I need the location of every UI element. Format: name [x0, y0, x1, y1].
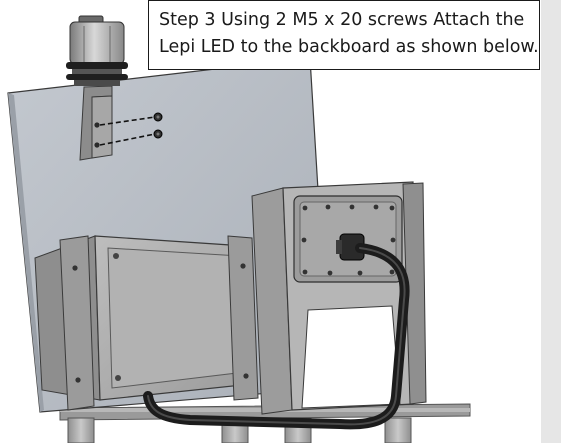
instruction-line-2: Lepi LED to the backboard as shown below…	[159, 37, 539, 57]
background-side-panel	[541, 0, 561, 443]
bracket-hole-upper	[94, 122, 100, 128]
instruction-line-1: Step 3 Using 2 M5 x 20 screws Attach the	[159, 10, 525, 30]
screw-alignment	[99, 112, 163, 146]
lepi-led-lamp	[66, 15, 128, 86]
led-bracket	[79, 85, 113, 161]
power-cable	[143, 243, 410, 430]
bracket-hole-lower	[94, 142, 100, 148]
instruction-callout: Step 3 Using 2 M5 x 20 screws Attach the…	[148, 0, 540, 70]
enclosure-brackets	[59, 235, 259, 411]
